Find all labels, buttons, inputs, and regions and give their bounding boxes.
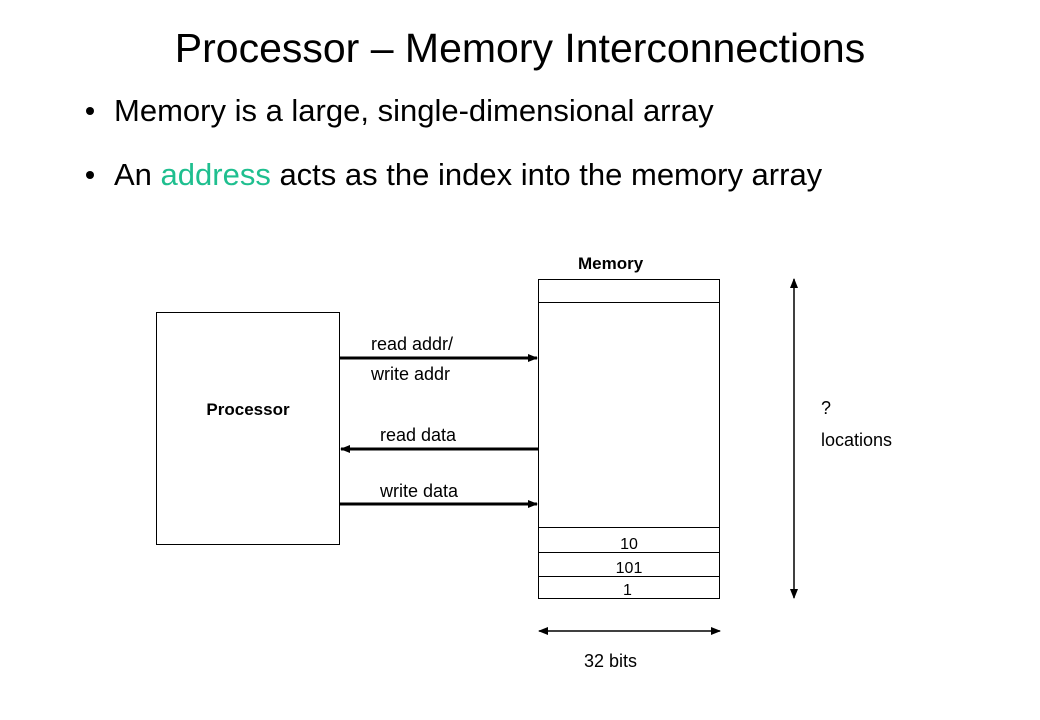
width-label: 32 bits xyxy=(584,651,638,671)
locations-question: ? xyxy=(821,398,832,418)
memory-label: Memory xyxy=(578,254,644,273)
bullet-1-text: Memory is a large, single-dimensional ar… xyxy=(114,93,714,128)
write-data-label: write data xyxy=(380,481,459,501)
memory-top-cell xyxy=(538,279,720,303)
bullet-2-prefix: An xyxy=(114,157,161,192)
processor-label: Processor xyxy=(206,400,290,419)
bullet-2-text: An address acts as the index into the me… xyxy=(114,154,974,196)
address-highlight: address xyxy=(160,157,271,192)
bullet-dot-icon xyxy=(86,107,94,115)
page-title: Processor – Memory Interconnections xyxy=(174,25,866,71)
write-addr-label: write addr xyxy=(371,364,451,384)
bullet-2-suffix: acts as the index into the memory array xyxy=(270,157,823,192)
processor-box xyxy=(156,312,340,545)
locations-label: locations xyxy=(821,430,893,450)
memory-cell: 1 xyxy=(538,576,720,599)
read-addr-label: read addr/ xyxy=(371,334,454,354)
read-data-label: read data xyxy=(380,425,457,445)
bullet-dot-icon xyxy=(86,171,94,179)
